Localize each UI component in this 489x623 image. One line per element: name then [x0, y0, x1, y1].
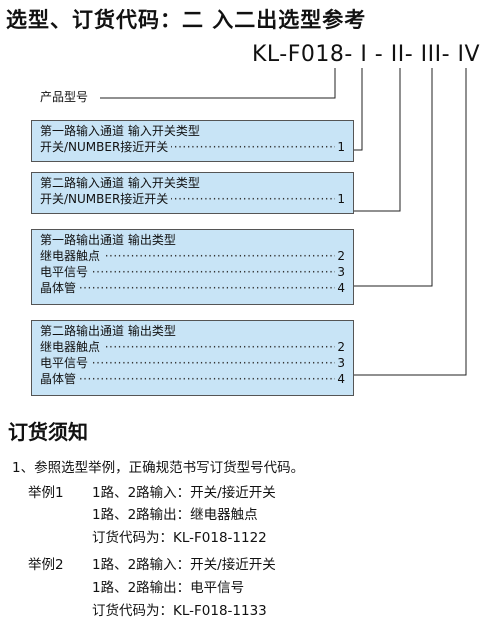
product-model-label: 产品型号 — [40, 90, 89, 104]
page-title: 选型、订货代码：二 入二出选型参考 — [6, 8, 367, 32]
leader-dots: ········································… — [40, 265, 335, 279]
option-text: 电平信号 — [40, 265, 92, 279]
option-text: 继电器触点 — [40, 249, 104, 263]
leader-dots: ········································… — [40, 372, 335, 386]
input-channel-2-box: 第二路输入通道 输入开关类型 ·························… — [31, 172, 354, 214]
product-connector — [100, 68, 336, 99]
example-2-label: 举例2 — [28, 557, 64, 573]
option-text: 开关/NUMBER接近开关 — [40, 192, 172, 206]
option-code: 1 — [335, 191, 345, 207]
option-code: 2 — [335, 248, 345, 264]
option-text: 电平信号 — [40, 356, 92, 370]
option-text: 晶体管 — [40, 372, 80, 386]
box-heading: 第一路输入通道 输入开关类型 — [40, 124, 200, 138]
output-channel-1-box: 第一路输出通道 输出类型 ···························… — [31, 229, 354, 305]
box-heading: 第二路输出通道 输出类型 — [40, 324, 176, 338]
example-1-label: 举例1 — [28, 485, 64, 501]
box-heading: 第二路输入通道 输入开关类型 — [40, 176, 200, 190]
box-heading: 第一路输出通道 输出类型 — [40, 233, 176, 247]
order-notes-heading: 订货须知 — [8, 420, 88, 444]
connector-3 — [354, 68, 433, 287]
example-1-output: 1路、2路输出：继电器触点 — [92, 507, 258, 523]
option-code: 4 — [335, 280, 345, 296]
option-code: 3 — [335, 355, 345, 371]
example-1-code: 订货代码为：KL-F018-1122 — [92, 530, 267, 546]
leader-dots: ········································… — [40, 281, 335, 295]
connector-4 — [354, 68, 467, 376]
option-code: 1 — [335, 139, 345, 155]
leader-dots: ········································… — [40, 340, 335, 354]
connector-2 — [354, 68, 401, 212]
example-1-input: 1路、2路输入：开关/接近开关 — [92, 485, 276, 501]
option-text: 开关/NUMBER接近开关 — [40, 140, 172, 154]
example-2-output: 1路、2路输出：电平信号 — [92, 580, 245, 596]
order-note-1: 1、参照选型举例，正确规范书写订货型号代码。 — [12, 460, 305, 476]
input-channel-1-box: 第一路输入通道 输入开关类型 ·························… — [31, 120, 354, 162]
option-code: 3 — [335, 264, 345, 280]
connector-1 — [354, 68, 363, 151]
leader-dots: ········································… — [40, 249, 335, 263]
leader-dots: ········································… — [40, 356, 335, 370]
option-code: 4 — [335, 371, 345, 387]
example-2-input: 1路、2路输入：开关/接近开关 — [92, 557, 276, 573]
option-code: 2 — [335, 339, 345, 355]
output-channel-2-box: 第二路输出通道 输出类型 ···························… — [31, 320, 354, 396]
option-text: 继电器触点 — [40, 340, 104, 354]
model-code: KL-F018- I - II- III- IV — [252, 42, 481, 67]
option-text: 晶体管 — [40, 281, 80, 295]
example-2-code: 订货代码为：KL-F018-1133 — [92, 603, 267, 619]
